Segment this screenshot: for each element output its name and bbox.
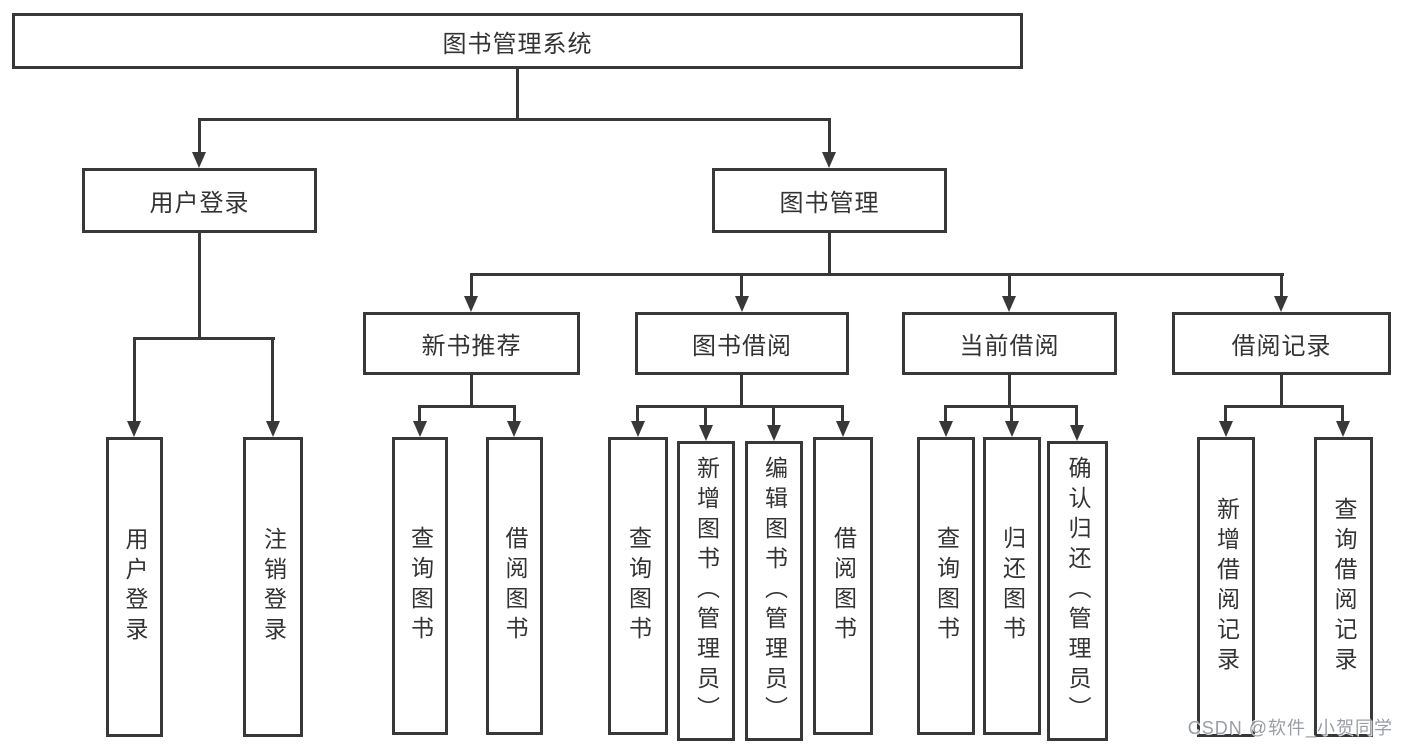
node-user-login-label: 用户登录 <box>149 190 250 217</box>
connector-drop-user-login <box>198 118 201 154</box>
leaf-br-add-record: 新增借阅记录 <box>1197 437 1255 737</box>
leaf-cb-return-books: 归还图书 <box>983 437 1041 735</box>
connector-level3-bus <box>470 273 1284 276</box>
connector-user-login-stem <box>198 233 201 340</box>
leaf-bb-query-books: 查询图书 <box>608 437 668 735</box>
arrowhead-user-login <box>192 152 206 168</box>
leaf-logout: 注销登录 <box>243 437 303 737</box>
node-book-management: 图书管理 <box>712 168 947 233</box>
leaf-cb-return-books-label: 归还图书 <box>999 526 1026 646</box>
connector-drop-nb-query <box>418 405 421 423</box>
connector-drop-borrow-records <box>1280 273 1283 300</box>
leaf-br-query-record-label: 查询借阅记录 <box>1331 497 1357 677</box>
connector-drop-nb-borrow <box>513 405 516 423</box>
leaf-cb-query-books-label: 查询图书 <box>933 526 960 646</box>
node-borrow-records: 借阅记录 <box>1172 312 1391 375</box>
arrowhead-nb-query <box>413 421 427 437</box>
connector-br-stem <box>1280 375 1283 408</box>
arrowhead-leaf-user-login <box>127 421 141 437</box>
arrowhead-leaf-logout <box>266 421 280 437</box>
connector-drop-cb-confirm <box>1075 405 1078 427</box>
leaf-bb-add-books-admin-label: 新增图书（管理员） <box>693 456 720 726</box>
leaf-logout-label: 注销登录 <box>260 527 287 647</box>
leaf-cb-confirm-return-admin: 确认归还（管理员） <box>1047 441 1108 741</box>
leaf-bb-edit-books-admin: 编辑图书（管理员） <box>745 441 803 741</box>
connector-drop-book-borrow <box>740 273 743 300</box>
connector-cb-stem <box>1008 375 1011 408</box>
arrowhead-new-book-recommend <box>464 296 478 312</box>
arrowhead-current-borrow <box>1002 296 1016 312</box>
node-root-label: 图书管理系统 <box>442 30 593 58</box>
arrowhead-bb-borrow <box>836 421 850 437</box>
connector-bb-stem <box>740 375 743 408</box>
connector-drop-new-book-recommend <box>470 273 473 300</box>
connector-drop-leaf-logout <box>271 337 274 425</box>
connector-drop-bb-edit <box>772 405 775 427</box>
leaf-user-login-label: 用户登录 <box>122 527 148 647</box>
leaf-bb-add-books-admin: 新增图书（管理员） <box>677 441 735 741</box>
connector-drop-leaf-user-login <box>133 337 136 425</box>
leaf-user-login: 用户登录 <box>106 437 163 737</box>
arrowhead-bb-query <box>631 421 645 437</box>
node-user-login: 用户登录 <box>82 168 317 233</box>
connector-drop-br-add <box>1224 405 1227 423</box>
arrowhead-cb-query <box>939 421 953 437</box>
node-new-book-recommend: 新书推荐 <box>363 312 580 375</box>
arrowhead-bb-add <box>699 425 713 441</box>
leaf-br-add-record-label: 新增借阅记录 <box>1213 497 1240 677</box>
arrowhead-nb-borrow <box>507 421 521 437</box>
leaf-bb-borrow-books-label: 借阅图书 <box>830 526 857 646</box>
connector-level2-bus <box>198 118 831 121</box>
connector-nb-bus <box>419 405 516 408</box>
arrowhead-book-management <box>822 152 836 168</box>
connector-nb-stem <box>470 375 473 408</box>
arrowhead-br-query <box>1336 421 1350 437</box>
node-book-borrow-label: 图书借阅 <box>692 333 792 360</box>
connector-drop-book-management <box>828 118 831 154</box>
leaf-cb-query-books: 查询图书 <box>917 437 975 735</box>
connector-root-stem <box>516 69 519 121</box>
leaf-br-query-record: 查询借阅记录 <box>1314 437 1373 737</box>
leaf-bb-borrow-books: 借阅图书 <box>813 437 873 735</box>
node-root: 图书管理系统 <box>12 13 1023 69</box>
connector-drop-bb-query <box>636 405 639 423</box>
leaf-cb-confirm-return-admin-label: 确认归还（管理员） <box>1065 456 1091 726</box>
connector-drop-bb-add <box>704 405 707 427</box>
connector-bb-bus <box>637 405 844 408</box>
arrowhead-bb-edit <box>767 425 781 441</box>
connector-drop-br-query <box>1341 405 1344 423</box>
leaf-nb-borrow-books-label: 借阅图书 <box>502 526 528 646</box>
node-new-book-recommend-label: 新书推荐 <box>421 333 522 360</box>
node-current-borrow: 当前借阅 <box>902 312 1117 375</box>
connector-book-management-stem <box>828 233 831 276</box>
connector-drop-cb-query <box>944 405 947 423</box>
leaf-bb-query-books-label: 查询图书 <box>625 526 652 646</box>
arrowhead-cb-return <box>1005 421 1019 437</box>
connector-drop-cb-return <box>1010 405 1013 423</box>
arrowhead-cb-confirm <box>1070 425 1084 441</box>
node-borrow-records-label: 借阅记录 <box>1231 333 1332 360</box>
arrowhead-borrow-records <box>1274 296 1288 312</box>
arrowhead-br-add <box>1219 421 1233 437</box>
leaf-nb-query-books-label: 查询图书 <box>407 526 434 646</box>
connector-br-bus <box>1225 405 1344 408</box>
watermark: CSDN @软件_小贺同学 <box>1187 718 1393 738</box>
connector-user-login-bus <box>133 337 275 340</box>
leaf-bb-edit-books-admin-label: 编辑图书（管理员） <box>761 456 788 726</box>
node-book-management-label: 图书管理 <box>779 190 880 217</box>
leaf-nb-query-books: 查询图书 <box>392 437 448 735</box>
connector-drop-bb-borrow <box>841 405 844 423</box>
leaf-nb-borrow-books: 借阅图书 <box>486 437 543 735</box>
arrowhead-book-borrow <box>735 296 749 312</box>
connector-drop-current-borrow <box>1008 273 1011 300</box>
node-current-borrow-label: 当前借阅 <box>959 333 1060 360</box>
node-book-borrow: 图书借阅 <box>635 312 849 375</box>
